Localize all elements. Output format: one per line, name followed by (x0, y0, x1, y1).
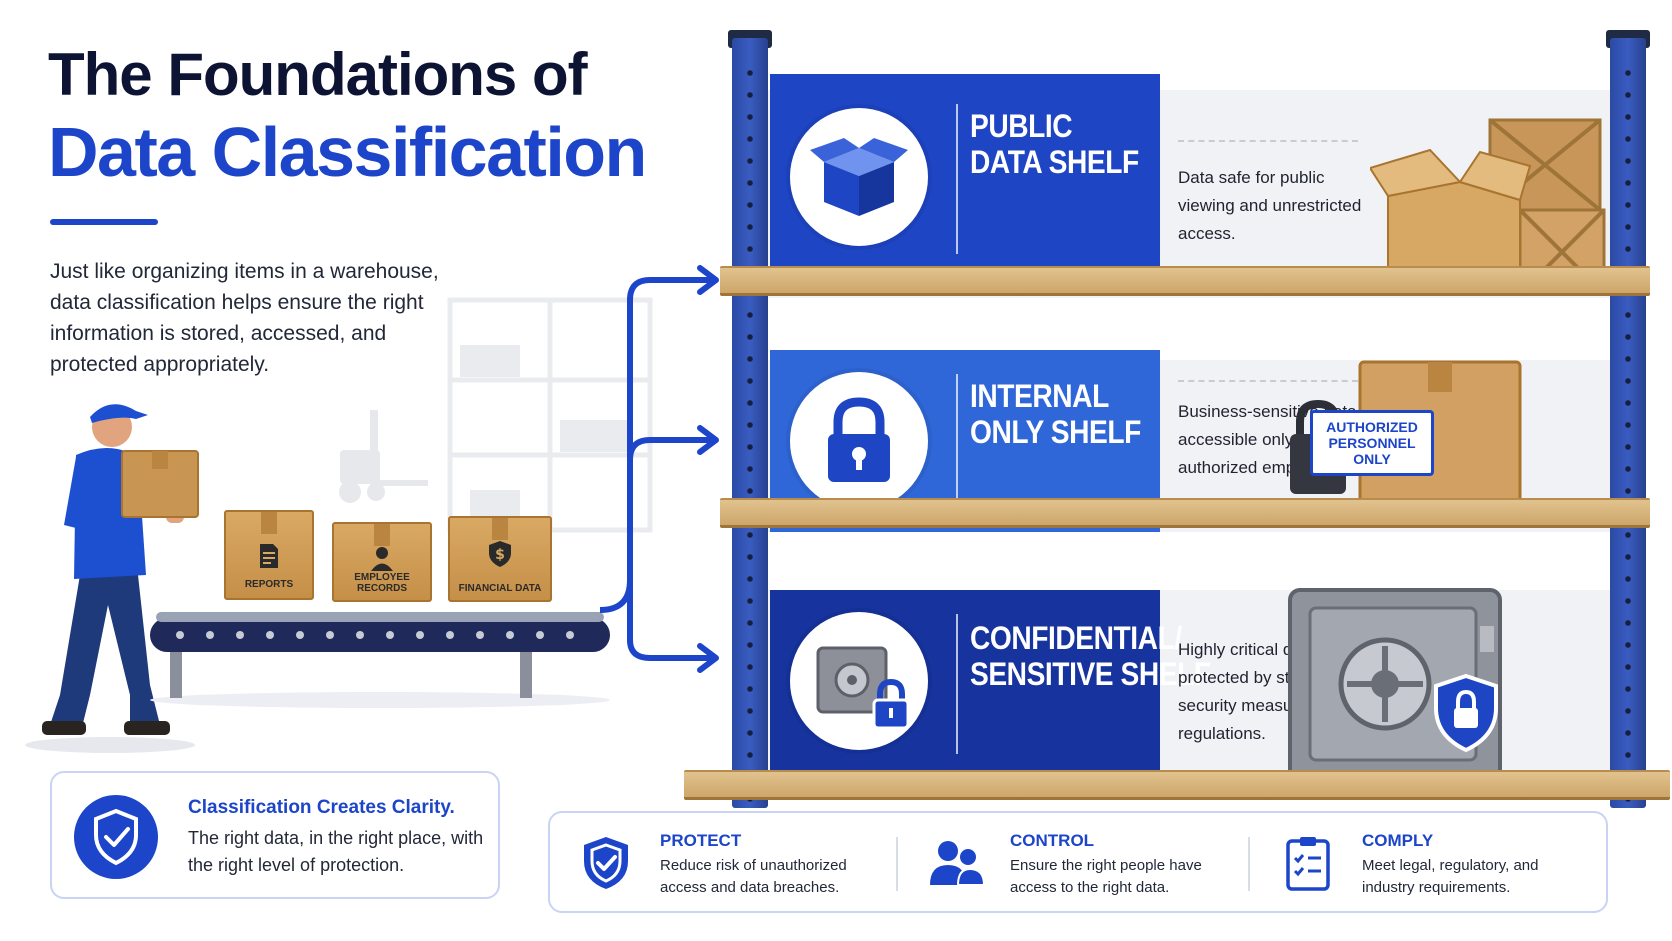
clarity-callout: Classification Creates Clarity. The righ… (50, 771, 500, 899)
public-data-shelf-panel: PUBLIC DATA SHELF (770, 74, 1160, 282)
vault-safe-illustration (1288, 588, 1502, 782)
benefit-protect: PROTECT Reduce risk of unauthorized acce… (550, 813, 895, 911)
shelving-rack: PUBLIC DATA SHELF INTERNAL ONLY SHELF (684, 30, 1670, 810)
shelf-name: INTERNAL ONLY SHELF (970, 378, 1141, 450)
document-icon (260, 544, 278, 568)
rack-post-left (732, 38, 768, 808)
person-icon (371, 547, 393, 571)
benefits-bar: PROTECT Reduce risk of unauthorized acce… (548, 811, 1608, 913)
employee-records-box: EMPLOYEE RECORDS (332, 522, 432, 602)
shelf-beam (720, 266, 1650, 296)
users-icon (930, 841, 986, 886)
confidential-sensitive-shelf-panel: CONFIDENTIAL/ SENSITIVE SHELF (770, 590, 1211, 778)
safe-lock-icon (790, 612, 928, 750)
open-box-icon (790, 108, 928, 246)
sign-text: AUTHORIZED PERSONNEL ONLY (1326, 419, 1418, 467)
shelf-name: CONFIDENTIAL/ SENSITIVE SHELF (970, 620, 1211, 692)
callout-heading: Classification Creates Clarity. (188, 797, 455, 818)
authorized-personnel-sign: AUTHORIZED PERSONNEL ONLY (1310, 410, 1434, 476)
benefit-heading: CONTROL (1010, 831, 1095, 850)
reports-box: REPORTS (224, 510, 314, 600)
conveyor-belt (150, 612, 610, 708)
benefit-control: CONTROL Ensure the right people have acc… (900, 813, 1245, 911)
shelf-beam (720, 498, 1650, 528)
shield-check-icon (584, 837, 628, 889)
financial-data-box: $ FINANCIAL DATA (448, 516, 552, 602)
shelf-description: Data safe for public viewing and unrestr… (1178, 168, 1362, 243)
page-title-line-2: Data Classification (48, 113, 647, 191)
box-label: REPORTS (244, 579, 294, 590)
benefit-text: Meet legal, regulatory, and industry req… (1362, 857, 1539, 896)
benefit-text: Ensure the right people have access to t… (1010, 857, 1202, 896)
warehouse-worker-illustration (25, 404, 199, 753)
clipboard-check-icon (1286, 837, 1330, 891)
page-title-line-1: The Foundations of (48, 41, 588, 108)
background-forklift-illustration (339, 410, 428, 503)
box-label: FINANCIAL DATA (458, 583, 542, 594)
rack-post-right (1610, 38, 1646, 808)
box-label: EMPLOYEE RECORDS (354, 572, 410, 594)
intro-paragraph: Just like organizing items in a warehous… (50, 260, 439, 376)
padlock-icon (790, 372, 928, 510)
benefit-heading: PROTECT (660, 831, 742, 850)
routing-arrows (600, 265, 719, 673)
benefit-comply: COMPLY Meet legal, regulatory, and indus… (1252, 813, 1607, 911)
svg-text:$: $ (495, 547, 505, 563)
shield-check-icon (74, 795, 158, 879)
callout-text: The right data, in the right place, with… (188, 828, 484, 875)
shelf-name: PUBLIC DATA SHELF (970, 108, 1139, 180)
shelf-beam (684, 770, 1670, 800)
benefit-heading: COMPLY (1362, 831, 1434, 850)
dollar-shield-icon: $ (489, 541, 511, 567)
title-underline (50, 219, 158, 225)
benefit-text: Reduce risk of unauthorized access and d… (660, 857, 847, 896)
